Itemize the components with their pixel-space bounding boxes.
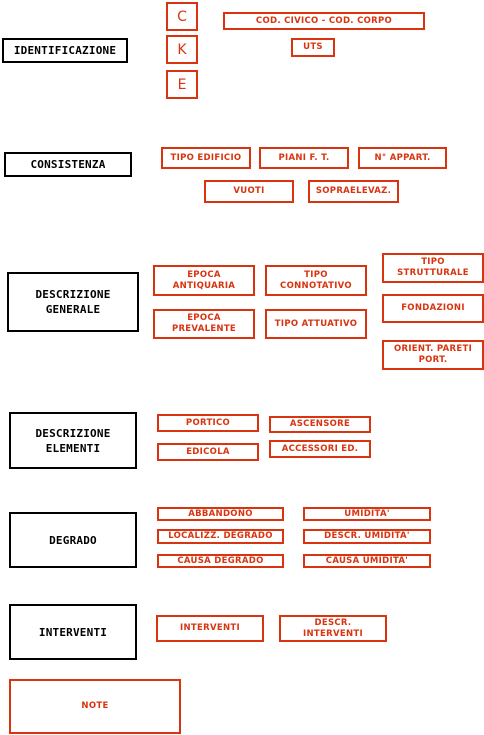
field-abbandono[interactable]: ABBANDONO — [157, 507, 284, 521]
field-orient-pareti[interactable]: ORIENT. PARETI PORT. — [382, 340, 484, 370]
field-epoca-antiquaria[interactable]: EPOCA ANTIQUARIA — [153, 265, 255, 296]
field-ascensore[interactable]: ASCENSORE — [269, 416, 371, 433]
section-consistenza: CONSISTENZA — [4, 152, 132, 177]
field-causa-degrado[interactable]: CAUSA DEGRADO — [157, 554, 284, 568]
field-accessori[interactable]: ACCESSORI ED. — [269, 440, 371, 458]
field-note[interactable]: NOTE — [9, 679, 181, 734]
field-localizz-degrado[interactable]: LOCALIZZ. DEGRADO — [157, 529, 284, 544]
section-descrizione-generale: DESCRIZIONE GENERALE — [7, 272, 139, 332]
field-descr-interventi[interactable]: DESCR. INTERVENTI — [279, 615, 387, 642]
section-identificazione: IDENTIFICAZIONE — [2, 38, 128, 63]
field-epoca-prevalente[interactable]: EPOCA PREVALENTE — [153, 309, 255, 339]
section-degrado: DEGRADO — [9, 512, 137, 568]
key-k-box[interactable]: K — [166, 35, 198, 64]
key-e-box[interactable]: E — [166, 70, 198, 99]
section-interventi: INTERVENTI — [9, 604, 137, 660]
field-piani[interactable]: PIANI F. T. — [259, 147, 349, 169]
field-tipo-attuativo[interactable]: TIPO ATTUATIVO — [265, 309, 367, 339]
field-sopraeleva[interactable]: SOPRAELEVAZ. — [308, 180, 399, 203]
field-portico[interactable]: PORTICO — [157, 414, 259, 432]
field-descr-umidita[interactable]: DESCR. UMIDITA' — [303, 529, 431, 544]
section-descrizione-elementi: DESCRIZIONE ELEMENTI — [9, 412, 137, 469]
field-interventi[interactable]: INTERVENTI — [156, 615, 264, 642]
field-appart[interactable]: N° APPART. — [358, 147, 447, 169]
field-edicola[interactable]: EDICOLA — [157, 443, 259, 461]
field-vuoti[interactable]: VUOTI — [204, 180, 294, 203]
field-uts[interactable]: UTS — [291, 38, 335, 57]
field-tipo-edificio[interactable]: TIPO EDIFICIO — [161, 147, 251, 169]
field-cod-civico[interactable]: COD. CIVICO - COD. CORPO — [223, 12, 425, 30]
field-tipo-strutturale[interactable]: TIPO STRUTTURALE — [382, 253, 484, 283]
field-tipo-connotativo[interactable]: TIPO CONNOTATIVO — [265, 265, 367, 296]
field-causa-umidita[interactable]: CAUSA UMIDITA' — [303, 554, 431, 568]
field-umidita[interactable]: UMIDITA' — [303, 507, 431, 521]
field-fondazioni[interactable]: FONDAZIONI — [382, 294, 484, 323]
key-c-box[interactable]: C — [166, 2, 198, 31]
